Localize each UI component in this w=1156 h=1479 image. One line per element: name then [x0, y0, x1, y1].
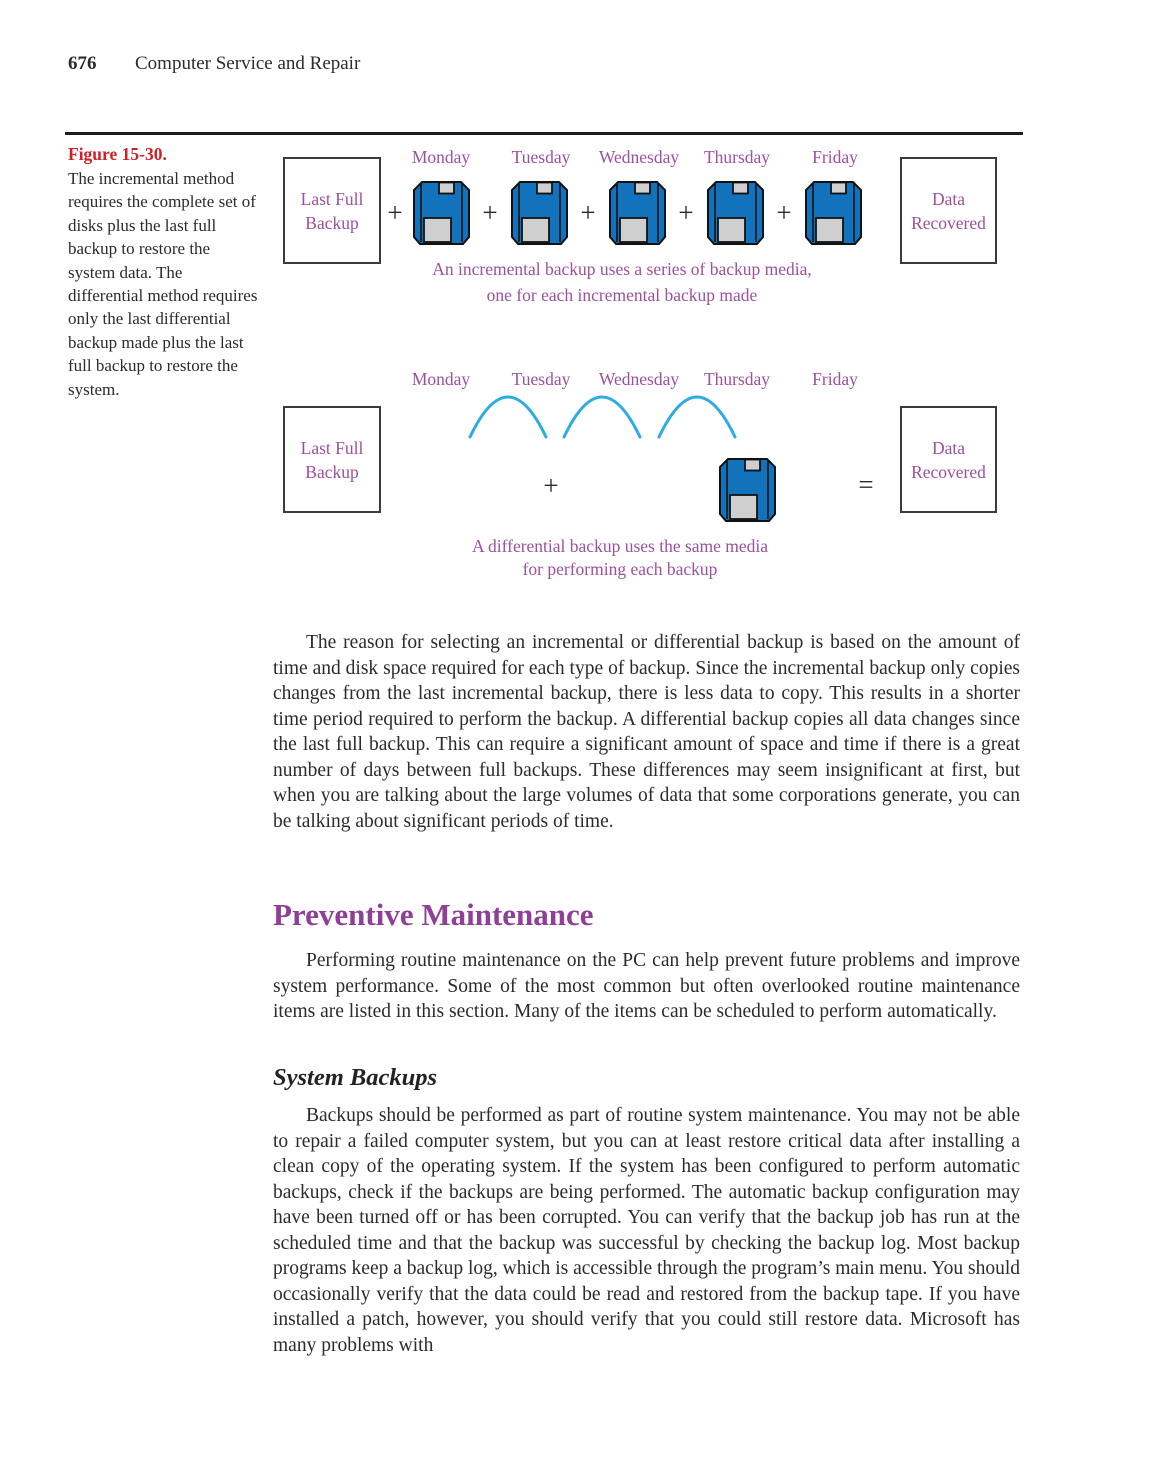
day-label: Monday: [411, 147, 471, 167]
box-text: Recovered: [911, 461, 986, 482]
header-rule: [65, 132, 1023, 135]
section-heading: Preventive Maintenance: [273, 897, 594, 932]
plus-sign: +: [482, 197, 498, 228]
day-label: Friday: [812, 369, 858, 389]
subsection-heading: System Backups: [273, 1064, 438, 1091]
box-text: Recovered: [911, 212, 986, 233]
body-paragraph: Backups should be performed as part of r…: [273, 1105, 1020, 1356]
differential-note-line2: for performing each backup: [522, 559, 718, 579]
page-number: 676: [68, 53, 97, 74]
floppy-disk-icon: [707, 181, 764, 245]
box-text: Backup: [305, 212, 359, 233]
floppy-disk-icon: [511, 181, 568, 245]
plus-sign: +: [776, 197, 792, 228]
data-recovered-box: Data Recovered: [900, 157, 997, 264]
equals-sign: =: [858, 469, 874, 500]
day-label: Friday: [812, 147, 858, 167]
floppy-disk-icon: [805, 181, 862, 245]
incremental-note-line2: one for each incremental backup made: [486, 285, 758, 305]
running-head-title: Computer Service and Repair: [135, 53, 361, 74]
body-paragraph: Performing routine maintenance on the PC…: [273, 950, 1020, 1022]
box-text: Backup: [305, 461, 359, 482]
floppy-disk-icon: [719, 458, 776, 522]
body-paragraph: The reason for selecting an incremental …: [273, 632, 1020, 832]
day-label: Thursday: [703, 369, 771, 389]
floppy-disk-icon: [609, 181, 666, 245]
day-label: Tuesday: [511, 147, 571, 167]
box-text: Data: [931, 437, 966, 458]
day-label: Monday: [411, 369, 471, 389]
plus-sign: +: [580, 197, 596, 228]
day-label: Wednesday: [598, 147, 680, 167]
last-full-backup-box: Last Full Backup: [283, 157, 381, 264]
plus-sign: +: [387, 197, 403, 228]
differential-note-line1: A differential backup uses the same medi…: [471, 536, 769, 556]
box-text: Last Full: [300, 437, 364, 458]
plus-sign: +: [543, 470, 559, 501]
plus-sign: +: [678, 197, 694, 228]
day-label: Tuesday: [511, 369, 571, 389]
day-label: Wednesday: [598, 369, 680, 389]
last-full-backup-box: Last Full Backup: [283, 406, 381, 513]
box-text: Data: [931, 188, 966, 209]
data-recovered-box: Data Recovered: [900, 406, 997, 513]
figure-label: Figure 15-30.: [68, 144, 167, 164]
day-label: Thursday: [703, 147, 771, 167]
reuse-arcs-icon: [468, 395, 737, 439]
floppy-disk-icon: [413, 181, 470, 245]
figure-caption: The incremental method requires the comp…: [68, 169, 258, 399]
box-text: Last Full: [300, 188, 364, 209]
incremental-note-line1: An incremental backup uses a series of b…: [432, 259, 812, 279]
